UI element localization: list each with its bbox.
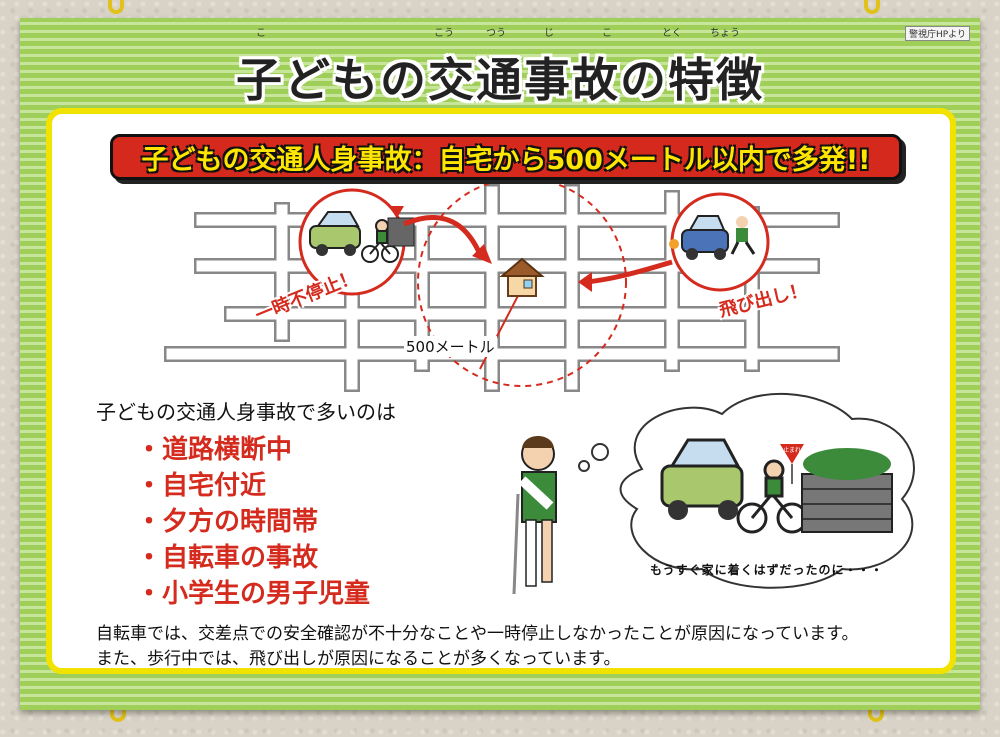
list-item: 道路横断中 (136, 432, 370, 468)
accident-scene-dash (669, 192, 770, 292)
title-ruby: こ (602, 28, 612, 39)
poster-board: 警視庁HPより こ こう つう じ こ とく ちょう 子どもの交通事故の特徴 (20, 18, 980, 710)
title-ruby: じ (544, 28, 554, 39)
poster-title: 子どもの交通事故の特徴 (236, 53, 764, 107)
title-ruby: つう (486, 28, 506, 39)
neighborhood-map: 止まれ (164, 177, 915, 595)
headline-text: 子どもの交通人身事故：自宅から500メートル以内で多発!! (141, 144, 871, 176)
hanging-hook-left (108, 0, 124, 14)
house-icon (499, 257, 545, 297)
title-ruby: こ (256, 28, 266, 39)
accident-scene-bicycle (298, 188, 415, 296)
wall-icon (801, 448, 893, 533)
list-item: 小学生の男子児童 (136, 576, 370, 612)
stop-sign-icon: 止まれ (780, 444, 804, 484)
title-ruby: ちょう (710, 28, 740, 39)
list-item: 自宅付近 (136, 468, 370, 504)
explanation-note: 自転車では、交差点での安全確認が不十分なことや一時停止しなかったことが原因になっ… (96, 622, 858, 672)
stop-sign-label: 止まれ (783, 446, 801, 454)
cause-list: 道路横断中 自宅付近 夕方の時間帯 自転車の事故 小学生の男子児童 (136, 432, 370, 612)
headline-banner: 子どもの交通人身事故：自宅から500メートル以内で多発!! (110, 134, 902, 180)
note-line-1: 自転車では、交差点での安全確認が不十分なことや一時停止しなかったことが原因になっ… (96, 624, 859, 644)
injured-child-icon (512, 436, 557, 595)
car-icon (660, 438, 744, 520)
title-ruby: とく (662, 28, 682, 39)
arrow-right (586, 259, 673, 285)
distance-label: 500メートル (404, 336, 497, 357)
lead-text: 子どもの交通人身事故で多いのは (96, 400, 396, 424)
car-icon (309, 211, 361, 256)
note-line-2: また、歩行中では、飛び出しが原因になることが多くなっています。 (96, 649, 621, 669)
running-child-icon (730, 216, 756, 255)
list-item: 自転車の事故 (136, 540, 370, 576)
content-panel: 止まれ 子どもの交通人身事故：自宅から500メートル以内で多発!! 一時不停止！… (46, 108, 956, 674)
hanging-hook-right (864, 0, 880, 14)
thought-text: もうすぐ家に着くはずだったのに・・・ (650, 563, 884, 577)
title-ruby: こう (434, 28, 454, 39)
list-item: 夕方の時間帯 (136, 504, 370, 540)
bicycle-icon (736, 459, 808, 534)
source-tag: 警視庁HPより (904, 26, 970, 41)
car-icon (681, 215, 729, 260)
stop-sign-icon (390, 206, 404, 218)
